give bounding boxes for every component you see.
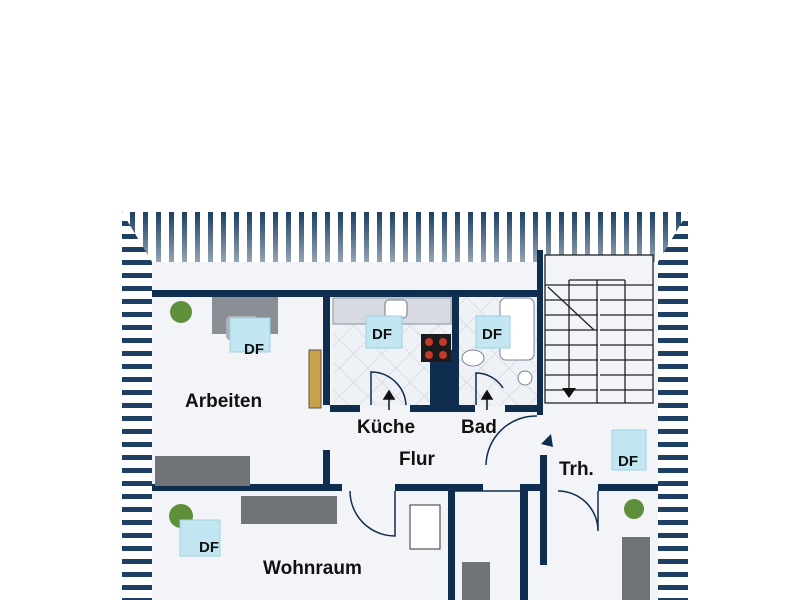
kitchen-sink [384,299,408,319]
room-label-treppenhaus: Trh. [559,459,594,480]
plant-icon [170,301,192,323]
stove-burners [425,338,447,359]
shelf [308,349,322,409]
skylight-label: DF [244,341,264,358]
bed-piece [462,562,490,600]
room-label-bad: Bad [461,417,497,438]
stove [421,334,451,362]
skylight-label: DF [372,326,392,343]
plant-icon [624,499,644,519]
room-label-wohnraum: Wohnraum [263,558,362,579]
room-label-kueche: Küche [357,417,415,438]
skylights [179,315,647,557]
skylight-label: DF [199,539,219,556]
sideboard [155,456,250,486]
stair-arrow [562,388,576,398]
doors [349,371,599,537]
skylight-label: DF [618,453,638,470]
staircase [544,254,654,404]
bath-sink [517,370,533,386]
room-label-arbeiten: Arbeiten [185,391,262,412]
toilet [461,349,485,367]
cabinet [409,504,441,550]
roof-slope-right [658,212,688,600]
hall-direction-arrow [541,434,553,447]
roof-slope-left [122,212,152,600]
room-label-flur: Flur [399,449,435,470]
kitchen-door-arrow [382,389,396,410]
skylight-label: DF [482,326,502,343]
wohnraum-sideboard [241,496,337,524]
bath-door-arrow [480,389,494,410]
roof-slope-top [122,212,688,264]
wardrobe [622,537,650,600]
